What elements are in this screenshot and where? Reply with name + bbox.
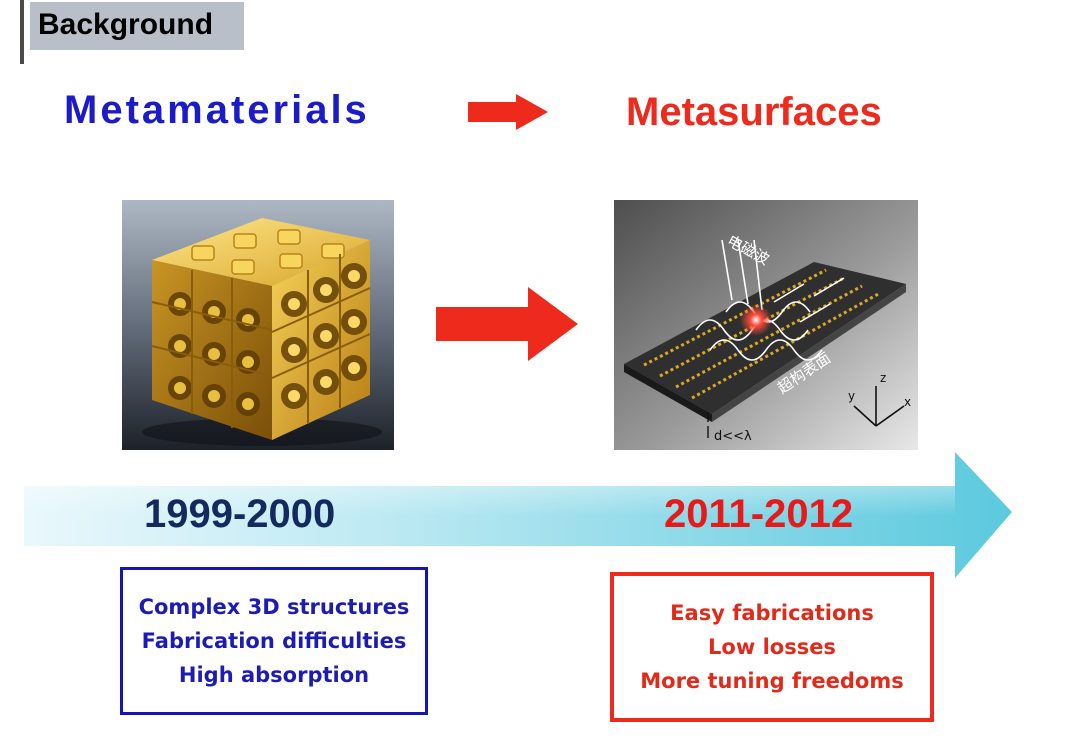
left-box-line-2: Fabrication difficulties [141, 629, 407, 653]
left-box-line-3: High absorption [178, 663, 370, 687]
title-arrow-icon [468, 94, 548, 130]
right-box-line-1: Easy fabrications [670, 601, 874, 625]
title-metamaterials: Metamaterials [64, 88, 370, 132]
header-title: Background [38, 8, 214, 41]
metamaterial-cube-image [122, 200, 394, 450]
right-box-line-3: More tuning freedoms [640, 669, 904, 693]
year-left: 1999-2000 [144, 492, 336, 536]
axis-z-label: z [880, 371, 886, 385]
axis-y-label: y [848, 389, 855, 403]
header-tag [30, 2, 244, 50]
right-box-line-2: Low losses [708, 635, 836, 659]
label-thickness: d<<λ [714, 429, 752, 444]
axis-x-label: x [904, 395, 911, 409]
timeline-arrow [24, 452, 1012, 578]
year-right: 2011-2012 [664, 492, 854, 536]
metamaterials-issues-box: Complex 3D structures Fabrication diffic… [120, 567, 428, 715]
transition-arrow-icon [436, 287, 578, 361]
title-metasurfaces: Metasurfaces [626, 90, 882, 134]
header-accent-bar [20, 0, 24, 64]
metasurfaces-advantages-box: Easy fabrications Low losses More tuning… [610, 572, 934, 722]
left-box-line-1: Complex 3D structures [138, 595, 410, 619]
metasurface-image: 电磁波 超构表面 d<<λ z x y [614, 200, 918, 450]
